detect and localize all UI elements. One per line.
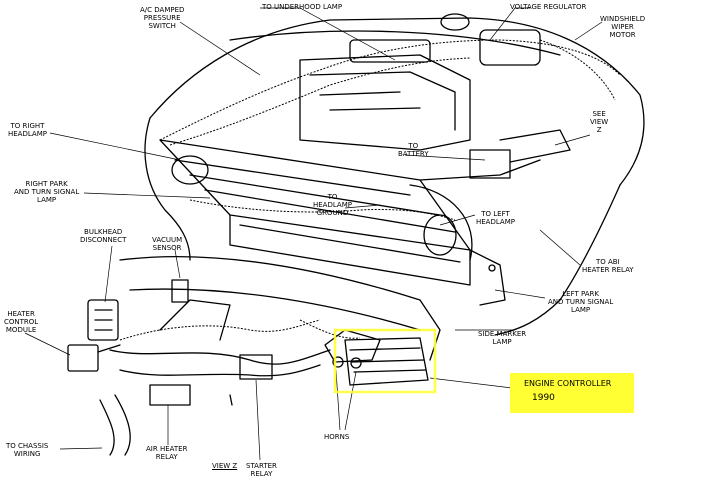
controller-highlight-ring <box>333 328 437 394</box>
to-chassis-wiring-label: TO CHASSIS WIRING <box>6 442 49 458</box>
battery <box>469 149 511 179</box>
windshield-wiper-motor-label: WINDSHIELD WIPER MOTOR <box>600 15 646 39</box>
ac-damped-pressure-switch-label: A/C DAMPED PRESSURE SWITCH <box>140 6 185 30</box>
see-view-z-label: SEE VIEW Z <box>590 110 609 134</box>
harness-lower <box>109 349 331 365</box>
cowl-line <box>229 30 561 56</box>
left-park-turn-signal-lamp-label: LEFT PARK AND TURN SIGNAL LAMP <box>548 290 614 314</box>
starter-relay-label: STARTER RELAY <box>246 462 277 478</box>
vacuum-sensor-label: VACUUM SENSOR <box>152 236 183 252</box>
to-left-headlamp-label: TO LEFT HEADLAMP <box>476 210 515 226</box>
engine-controller-callout: ENGINE CONTROLLER 1990 <box>510 373 634 413</box>
engine-controller-year: 1990 <box>532 393 555 403</box>
view-z-label: VIEW Z <box>212 462 238 470</box>
body-outline <box>149 17 645 186</box>
horns-label: HORNS <box>324 433 350 441</box>
right-headlamp <box>171 155 209 185</box>
lower-panel <box>119 255 441 361</box>
engine-block <box>299 54 471 151</box>
to-battery-label: TO BATTERY <box>398 142 429 158</box>
starter-relay <box>239 354 273 380</box>
to-abi-heater-relay-label: TO ABI HEATER RELAY <box>582 258 634 274</box>
vacuum-sensor <box>171 279 189 303</box>
voltage-regulator-label: VOLTAGE REGULATOR <box>510 3 587 11</box>
heater-control-module-label: HEATER CONTROL MODULE <box>4 310 39 334</box>
fender-right <box>144 117 191 261</box>
to-headlamp-ground-label: TO HEADLAMP GROUND <box>313 193 352 217</box>
engine-controller-unit <box>344 337 429 386</box>
engine-controller-title: ENGINE CONTROLLER <box>524 379 612 388</box>
fender-left <box>494 184 621 336</box>
bulkhead-disconnect <box>87 299 119 341</box>
air-heater-relay-label: AIR HEATER RELAY <box>146 445 188 461</box>
to-right-headlamp-label: TO RIGHT HEADLAMP <box>8 122 47 138</box>
side-marker-lamp-label: SIDE MARKER LAMP <box>478 330 527 346</box>
left-headlamp <box>423 214 457 256</box>
to-underhood-lamp-label: TO UNDERHOOD LAMP <box>262 3 343 11</box>
air-heater-relay <box>149 384 191 406</box>
right-park-turn-signal-lamp-label: RIGHT PARK AND TURN SIGNAL LAMP <box>14 180 80 204</box>
heater-control-module <box>67 344 99 372</box>
front-panel <box>229 214 471 286</box>
harness-main <box>159 39 621 141</box>
bulkhead-disconnect-label: BULKHEAD DISCONNECT <box>80 228 127 244</box>
